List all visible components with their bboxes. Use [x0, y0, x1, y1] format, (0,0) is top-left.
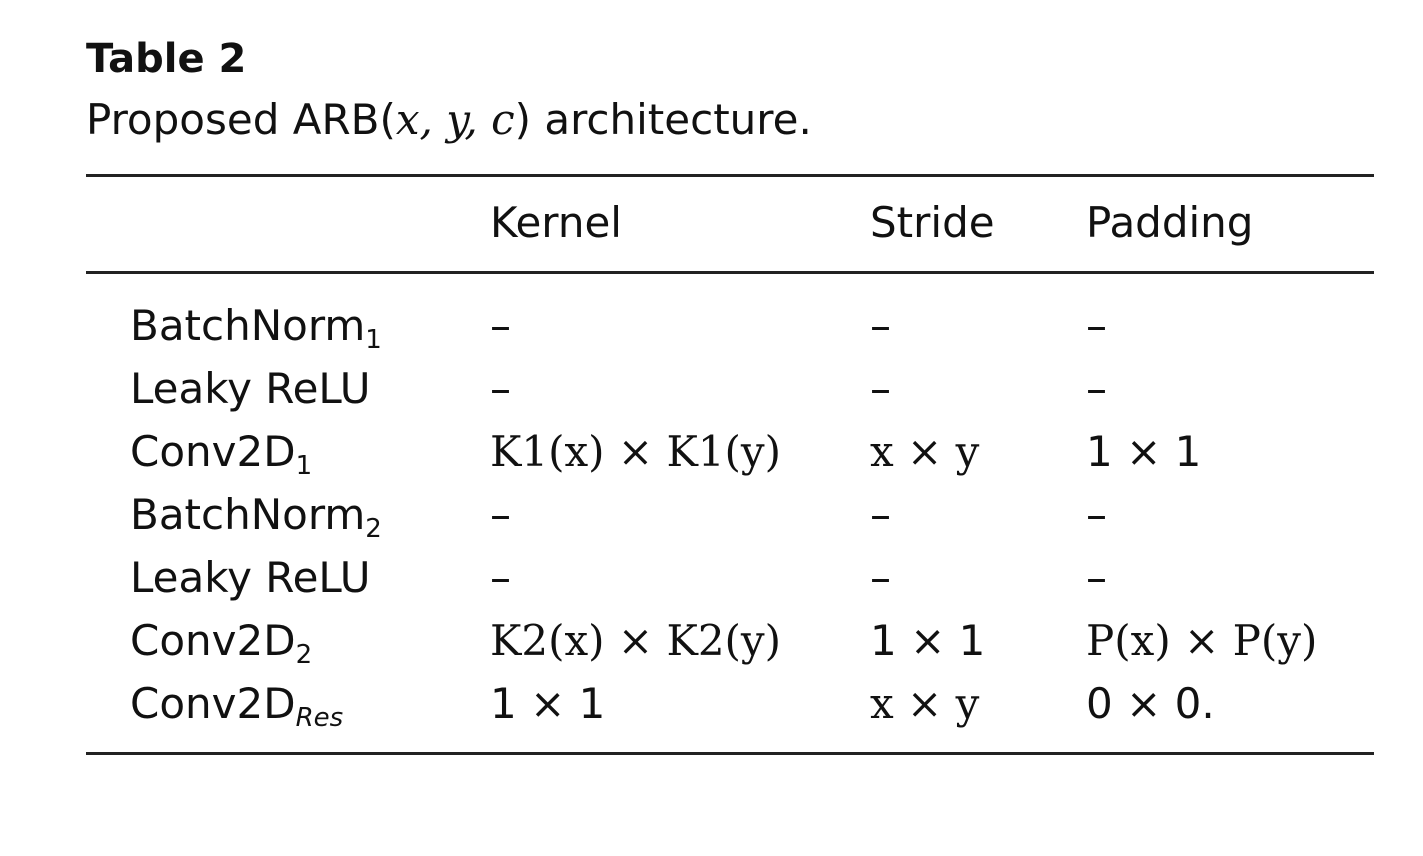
mid-rule [86, 271, 1374, 274]
stride-cell: x × y [870, 427, 980, 476]
table-row: Leaky ReLU – – – [86, 546, 1374, 609]
layer-name: Leaky ReLU [130, 553, 371, 602]
stride-cell: – [870, 364, 891, 413]
padding-cell: P(x) × P(y) [1086, 616, 1318, 665]
padding-cell: – [1086, 553, 1107, 602]
table-row: Conv2D2 K2(x) × K2(y) 1 × 1 P(x) × P(y) [86, 609, 1374, 672]
table-row: BatchNorm1 – – – [86, 294, 1374, 357]
table-row: Conv2DRes 1 × 1 x × y 0 × 0. [86, 672, 1374, 735]
kernel-cell: – [490, 364, 511, 413]
padding-cell: – [1086, 301, 1107, 350]
header-padding: Padding [1086, 198, 1254, 247]
table-caption: Proposed ARB(x, y, c) architecture. [86, 90, 1374, 150]
caption-suffix: ) architecture. [514, 95, 812, 144]
layer-name: Conv2D2 [130, 616, 313, 670]
table-row: BatchNorm2 – – – [86, 483, 1374, 546]
table-row: Leaky ReLU – – – [86, 357, 1374, 420]
stride-cell: x × y [870, 679, 980, 728]
header-kernel: Kernel [490, 198, 622, 247]
padding-cell: – [1086, 490, 1107, 539]
layer-name: BatchNorm1 [130, 301, 382, 355]
kernel-cell: K2(x) × K2(y) [490, 616, 782, 665]
stride-cell: – [870, 301, 891, 350]
table-rows: BatchNorm1 – – – Leaky ReLU – – – Conv2D… [86, 294, 1374, 735]
table-2: Table 2 Proposed ARB(x, y, c) architectu… [86, 32, 1374, 150]
caption-args: x, y, c [395, 95, 515, 144]
layer-name: Leaky ReLU [130, 364, 371, 413]
stride-cell: – [870, 490, 891, 539]
kernel-cell: – [490, 553, 511, 602]
padding-cell: – [1086, 364, 1107, 413]
table-label: Table 2 [86, 36, 247, 82]
bottom-rule [86, 752, 1374, 755]
header-row: Kernel Stride Padding [86, 192, 1374, 262]
padding-cell: 1 × 1 [1086, 427, 1202, 476]
table-row: Conv2D1 K1(x) × K1(y) x × y 1 × 1 [86, 420, 1374, 483]
top-rule [86, 174, 1374, 177]
kernel-cell: – [490, 490, 511, 539]
kernel-cell: 1 × 1 [490, 679, 606, 728]
stride-cell: 1 × 1 [870, 616, 986, 665]
stride-cell: – [870, 553, 891, 602]
caption-prefix: Proposed ARB( [86, 95, 396, 144]
kernel-cell: K1(x) × K1(y) [490, 427, 782, 476]
header-stride: Stride [870, 198, 995, 247]
layer-name: Conv2DRes [130, 679, 344, 733]
layer-name: BatchNorm2 [130, 490, 382, 544]
padding-cell: 0 × 0. [1086, 679, 1215, 728]
kernel-cell: – [490, 301, 511, 350]
layer-name: Conv2D1 [130, 427, 313, 481]
